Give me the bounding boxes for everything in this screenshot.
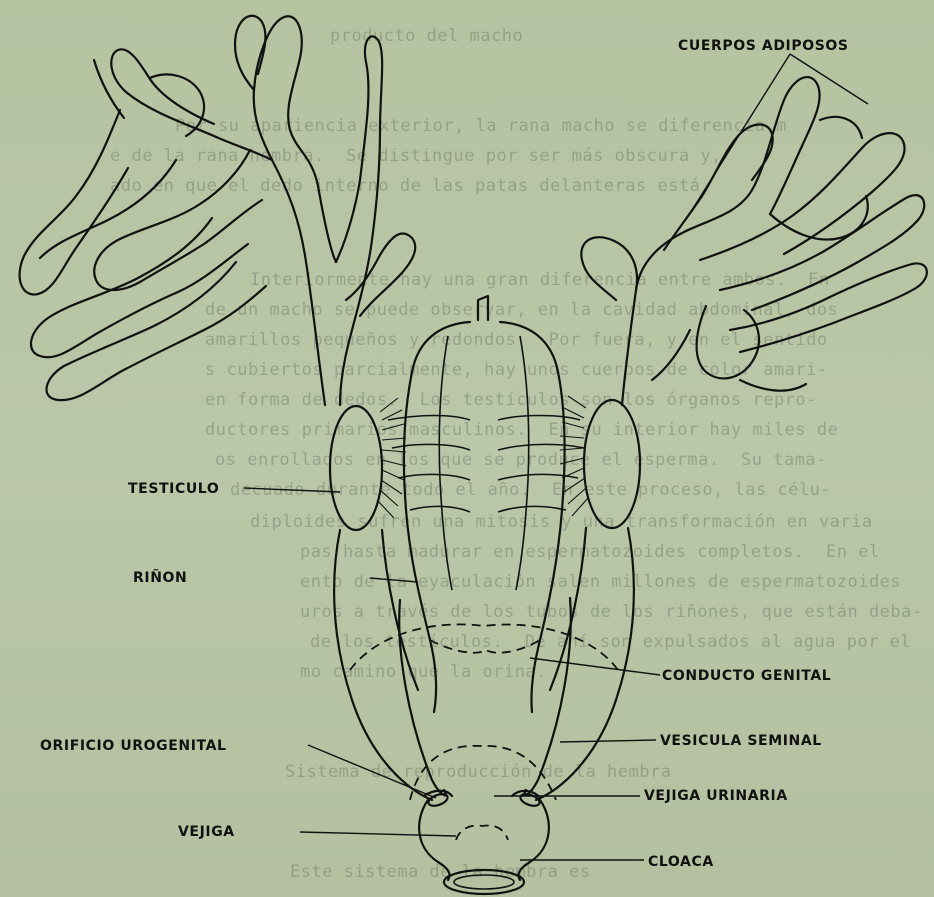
leader-vesicula-seminal [560,740,656,742]
label-testiculo: TESTICULO [128,481,219,497]
leader-vejiga [300,832,456,836]
labels: CUERPOS ADIPOSOS TESTICULO RIÑON CONDUCT… [40,38,849,870]
leader-testiculo [244,488,340,492]
collecting-tubules [388,416,584,513]
label-orificio-urogenital: ORIFICIO UROGENITAL [40,738,227,754]
urinary-bladder [350,624,618,840]
label-cuerpos-adiposos: CUERPOS ADIPOSOS [678,38,849,54]
label-vejiga-urinaria: VEJIGA URINARIA [644,788,788,804]
label-cloaca: CLOACA [648,854,714,870]
left-testis [330,398,406,530]
right-testis [560,396,640,528]
leader-rinon [370,578,418,582]
leader-orificio-urogenital [308,745,436,798]
left-fat-bodies [20,16,416,405]
kidneys [404,296,565,712]
label-vejiga: VEJIGA [178,824,235,840]
label-conducto-genital: CONDUCTO GENITAL [662,668,831,684]
label-rinon: RIÑON [133,569,187,586]
leader-conducto-genital [530,658,660,675]
right-fat-bodies [581,77,927,405]
cloaca [419,791,549,894]
label-vesicula-seminal: VESICULA SEMINAL [660,733,822,749]
genital-ducts [334,528,634,800]
leader-cuerpos-adiposos [692,54,790,210]
